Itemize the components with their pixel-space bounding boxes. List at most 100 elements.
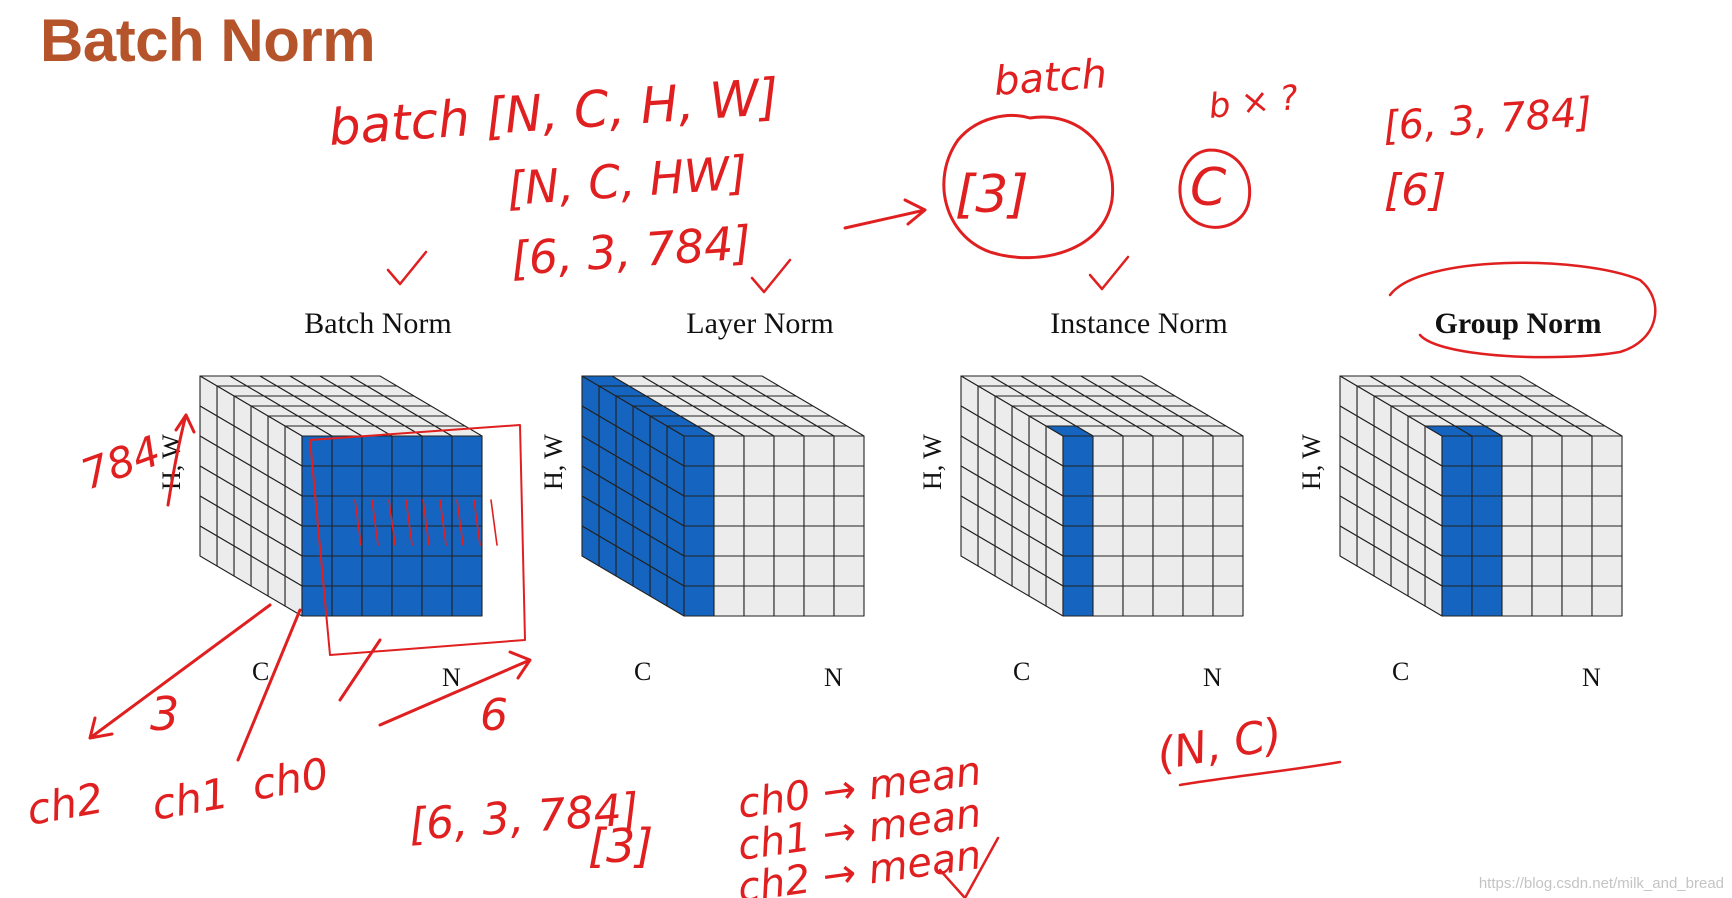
cube-front-cell (1471, 465, 1503, 497)
cube-front-cell (773, 435, 805, 467)
cube-front-cell (1212, 465, 1244, 497)
cube-front-cell (1441, 495, 1473, 527)
cube-front-cell (833, 495, 865, 527)
cube-front-cell (1152, 495, 1184, 527)
cube-front-cell (1122, 585, 1154, 617)
cube-front-cell (1212, 555, 1244, 587)
cube-front-cell (683, 585, 715, 617)
hatch-line-icon (490, 499, 498, 546)
cube-front-cell (301, 555, 333, 587)
check-icon-1 (386, 250, 428, 286)
cube-front-cell (803, 525, 835, 557)
cube-front-cell (773, 495, 805, 527)
watermark: https://blog.csdn.net/milk_and_bread (1478, 875, 1724, 892)
cube-front-cell (1591, 435, 1623, 467)
cube-side-cell (960, 525, 979, 567)
cube-front-cell (743, 585, 775, 617)
cube-front-cell (361, 435, 393, 467)
cube-front-cell (1182, 465, 1214, 497)
cube-front-cell (1062, 525, 1094, 557)
hatch-line-icon (456, 499, 464, 546)
note-shape-nchw-flat: [N, C, HW] (505, 145, 749, 216)
cube-front-cell (1092, 465, 1124, 497)
cube-front-cell (331, 435, 363, 467)
arrow-to-result-icon (843, 198, 927, 230)
panel-title: Layer Norm (686, 307, 833, 340)
cube-front-cell (1182, 555, 1214, 587)
cube-front-cell (1501, 495, 1533, 527)
cube-front-cell (1591, 525, 1623, 557)
arrow-n-icon (378, 650, 532, 727)
cube-front-cell (1092, 435, 1124, 467)
cube-front-cell (1561, 525, 1593, 557)
cube-front-cell (803, 585, 835, 617)
slide-title: Batch Norm (40, 7, 376, 74)
axis-label-hw: H, W (1297, 434, 1326, 490)
hatch-line-icon (473, 499, 481, 546)
panel-title: Instance Norm (1050, 307, 1227, 340)
cube-front-cell (713, 435, 745, 467)
cube-front-cell (451, 435, 483, 467)
cube-front-cell (331, 465, 363, 497)
cube-front-cell (361, 465, 393, 497)
axis-label-hw: H, W (539, 434, 568, 490)
axis-label-c: C (634, 657, 651, 686)
note-784: 784 (75, 426, 167, 499)
arrow-up-icon (166, 413, 196, 507)
cube-front-cell (1152, 585, 1184, 617)
cube-front-cell (1501, 585, 1533, 617)
axis-label-c: C (252, 657, 269, 686)
cube-front-cell (713, 555, 745, 587)
cube-front-cell (1182, 585, 1214, 617)
cube-front-cell (1471, 555, 1503, 587)
cube-front-cell (773, 465, 805, 497)
cube-front-cell (1062, 585, 1094, 617)
cube-front-cell (1212, 495, 1244, 527)
cube-front-cell (803, 465, 835, 497)
cube-front-cell (301, 465, 333, 497)
note-shape-nchw: batch [N, C, H, W] (327, 68, 781, 157)
cube-front-cell (421, 585, 453, 617)
cube-front-cell (803, 435, 835, 467)
cube-front-cell (1122, 465, 1154, 497)
cube-front-cell (1591, 555, 1623, 587)
cube-front-cell (683, 525, 715, 557)
cube-front-cell (301, 585, 333, 617)
cube-side-cell (1339, 525, 1358, 567)
highlight-top-cell (581, 375, 630, 387)
cube-front-cell (421, 465, 453, 497)
cube-front-cell (713, 495, 745, 527)
cube-front-cell (331, 555, 363, 587)
axis-label-hw: H, W (918, 434, 947, 490)
cube-front-cell (331, 585, 363, 617)
cube-front-cell (743, 495, 775, 527)
cube-front-cell (361, 555, 393, 587)
cube-front-cell (803, 555, 835, 587)
cube-front-cell (683, 435, 715, 467)
cube-front-cell (1531, 525, 1563, 557)
check-icon-3 (1088, 255, 1130, 291)
note-b-times: b × ? (1207, 78, 1300, 127)
axis-label-n: N (1582, 663, 1601, 692)
cube-front-cell (683, 495, 715, 527)
circle-result-3-icon (942, 114, 1115, 260)
cube-front-cell (1471, 495, 1503, 527)
cube-front-cell (1501, 435, 1533, 467)
cube-front-cell (1182, 435, 1214, 467)
cube-front-cell (833, 585, 865, 617)
cube-front-cell (1122, 555, 1154, 587)
cube-front-cell (713, 465, 745, 497)
cube-front-cell (1531, 465, 1563, 497)
cube-front-cell (1092, 585, 1124, 617)
cube-front-cell (1441, 435, 1473, 467)
arrow-ch0-icon (338, 638, 382, 702)
hatch-line-icon (354, 499, 362, 546)
cube-front-cell (743, 465, 775, 497)
cube-front-cell (1092, 525, 1124, 557)
panel-title: Batch Norm (304, 307, 451, 340)
cube-front-cell (1501, 465, 1533, 497)
